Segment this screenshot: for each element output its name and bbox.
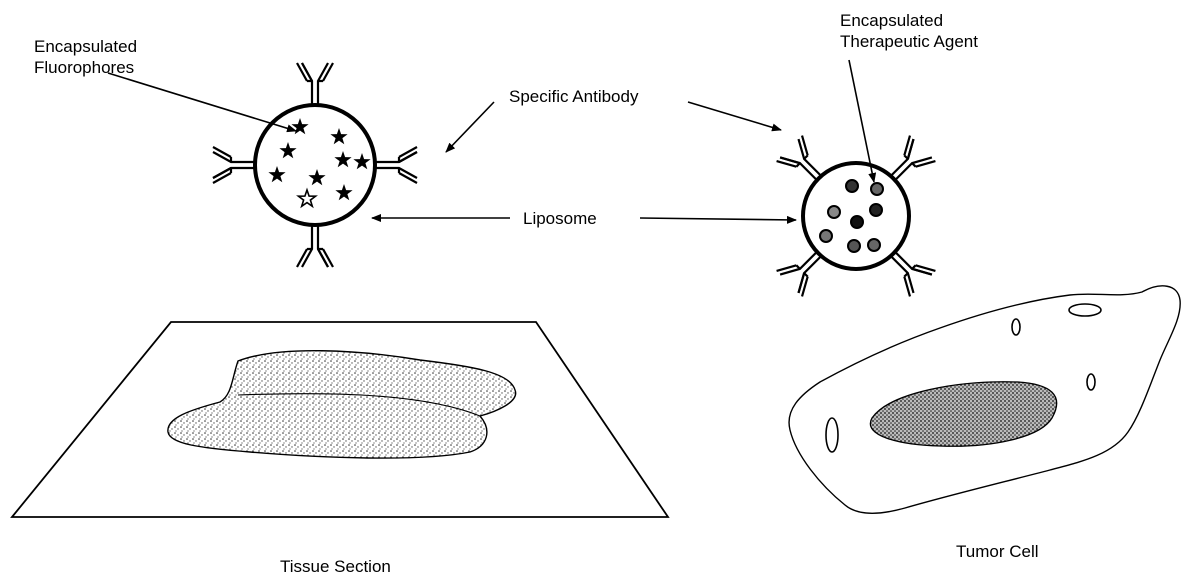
tumor-cell	[789, 286, 1180, 513]
fluorophores-arrow	[108, 73, 296, 131]
antibody-left-left	[213, 147, 255, 183]
fluorophores-label-line2: Fluorophores	[34, 57, 137, 78]
liposome-arrow-right	[640, 218, 796, 220]
tissue-section-label: Tissue Section	[280, 556, 391, 577]
therapeutic-label: Encapsulated Therapeutic Agent	[840, 10, 978, 52]
therapeutic-label-line2: Therapeutic Agent	[840, 31, 978, 52]
fluorophores-label-line1: Encapsulated	[34, 36, 137, 57]
tumor-cell-label: Tumor Cell	[956, 541, 1039, 562]
antibody-right-left	[375, 147, 417, 183]
tissue-section	[12, 322, 668, 517]
therapeutic-label-line1: Encapsulated	[840, 10, 978, 31]
antibody-bottom-left	[297, 225, 333, 267]
antibody-arrow-right	[688, 102, 781, 130]
fluorophores-label: Encapsulated Fluorophores	[34, 36, 137, 78]
annotation-arrows	[108, 60, 874, 220]
antibody-top-left	[297, 63, 333, 105]
liposome-label: Liposome	[523, 208, 597, 229]
antibody-label: Specific Antibody	[509, 86, 638, 107]
fluorophore-liposome	[213, 63, 417, 267]
therapeutic-liposome	[777, 136, 936, 297]
antibody-arrow-left	[446, 102, 494, 152]
